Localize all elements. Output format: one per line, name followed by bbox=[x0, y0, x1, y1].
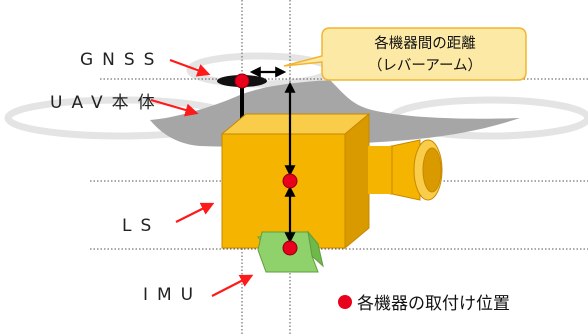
ls-lens-cone bbox=[391, 139, 421, 201]
callout-box bbox=[283, 27, 527, 81]
lever-arm-arrows bbox=[249, 66, 296, 244]
marker-ls bbox=[282, 173, 298, 189]
pointer-gnss bbox=[169, 58, 211, 77]
label-imu: IMU bbox=[143, 285, 203, 305]
pointer-uav bbox=[150, 98, 199, 117]
ls-lens-glass bbox=[422, 147, 442, 193]
ls-side-face bbox=[344, 112, 370, 250]
ls-front-face bbox=[221, 133, 346, 249]
legend-text: 各機器の取付け位置 bbox=[357, 294, 510, 314]
callout-line1: 各機器間の距離 bbox=[374, 36, 476, 52]
ls-lens-barrel bbox=[368, 146, 392, 194]
ls-top-face bbox=[220, 113, 371, 135]
marker-gnss bbox=[234, 73, 250, 89]
callout-line2: （レバーアーム） bbox=[367, 58, 483, 74]
label-gnss: GNSS bbox=[80, 50, 164, 70]
pointer-ls bbox=[175, 202, 215, 223]
label-ls: LS bbox=[122, 216, 161, 236]
legend-marker-icon bbox=[338, 294, 352, 309]
pointer-imu bbox=[211, 274, 254, 297]
legend: 各機器の取付け位置 bbox=[338, 289, 510, 314]
label-uav: UAV本体 bbox=[50, 93, 164, 113]
ls-device bbox=[220, 112, 443, 250]
marker-imu bbox=[282, 240, 298, 256]
mount-markers bbox=[234, 73, 298, 256]
callout-shape bbox=[283, 27, 527, 81]
pointer-arrows bbox=[150, 58, 254, 297]
